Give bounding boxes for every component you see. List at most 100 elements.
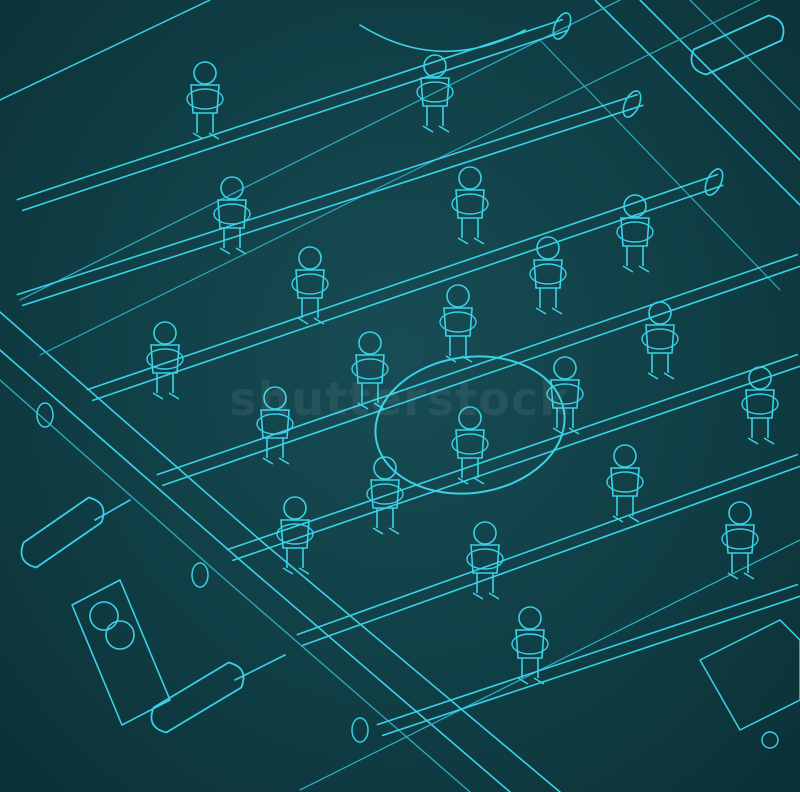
field-line-top [19,0,621,301]
player-rod-collar [416,81,454,103]
rod-4-edge-a [156,253,799,476]
player-12 [351,331,389,410]
player-body [550,379,580,409]
table-far-rail-inner [594,0,800,206]
player-rod-collar [529,263,567,285]
player-head [536,236,560,260]
screw-hole-1 [36,402,54,428]
player-head [748,366,772,390]
rod-end-cap-1 [552,12,572,40]
player-legs [727,553,755,580]
player-legs [457,218,485,245]
rod-end-cap-3 [704,168,724,196]
player-rod-collar [291,273,329,295]
rod-handles [20,14,785,734]
player-head [298,246,322,270]
table-side-rail-inner [0,311,561,792]
table-side-rail-edge [0,379,471,792]
player-body [620,217,650,247]
player-legs [219,228,247,255]
player-5 [616,194,654,273]
handle-left-upper-shaft [94,499,131,521]
player-head [458,166,482,190]
player-head [358,331,382,355]
player-body [470,544,500,574]
player-rod-collar [451,193,489,215]
player-6 [146,321,184,400]
handle-left-lower [150,661,245,734]
rod-6-edge-a [296,453,799,636]
player-7 [291,246,329,325]
player-legs [517,658,545,685]
player-head [613,444,637,468]
player-legs [445,336,473,363]
player-4 [451,166,489,245]
player-13 [451,406,489,485]
player-rod-collar [546,383,584,405]
player-body [443,307,473,337]
rod-4-edge-b [161,265,800,487]
player-rod-collar [186,88,224,110]
rod-2-edge-a [16,93,639,296]
player-11 [256,386,294,465]
player-body [217,199,247,229]
player-head [423,54,447,78]
rod-3-edge-b [91,184,724,402]
player-legs [422,106,450,133]
player-2 [416,54,454,133]
corner-bolt [761,731,779,749]
rod-5-edge-a [226,353,799,551]
table-top-rail [0,0,211,101]
player-19 [606,444,644,523]
player-rod-collar [641,328,679,350]
player-3 [213,176,251,255]
table-far-rail-outer [639,0,800,161]
player-legs [647,353,675,380]
player-head [446,284,470,308]
player-rod-collar [721,528,759,550]
player-legs [535,288,563,315]
player-head [193,61,217,85]
player-head [648,301,672,325]
player-body [150,344,180,374]
player-body [745,389,775,419]
player-1 [186,61,224,140]
player-body [280,519,310,549]
player-legs [297,298,325,325]
rod-5-edge-b [231,365,800,562]
player-rod-collar [451,433,489,455]
center-circle [374,355,566,495]
player-8 [439,284,477,363]
player-legs [372,508,400,535]
table-far-rail-edge [689,0,800,111]
player-head [263,386,287,410]
player-legs [622,246,650,273]
player-17 [366,456,404,535]
player-20 [721,501,759,580]
player-18 [466,521,504,600]
table-side-rail-outer [0,349,511,792]
rod-6-edge-b [301,465,800,647]
player-rod-collar [366,483,404,505]
player-rods [16,12,800,737]
player-head [623,194,647,218]
player-legs [282,548,310,575]
field-line-upper [39,0,761,356]
player-16 [276,496,314,575]
player-body [515,629,545,659]
rod-7-edge-a [376,583,799,726]
player-body [610,467,640,497]
player-legs [357,383,385,410]
player-body [725,524,755,554]
player-body [533,259,563,289]
rod-2-edge-b [21,104,644,307]
player-rod-collar [351,358,389,380]
player-rod-collar [256,413,294,435]
player-rod-collar [466,548,504,570]
player-rod-collar [616,221,654,243]
player-rod-collar [213,203,251,225]
player-body [190,84,220,114]
player-legs [472,573,500,600]
